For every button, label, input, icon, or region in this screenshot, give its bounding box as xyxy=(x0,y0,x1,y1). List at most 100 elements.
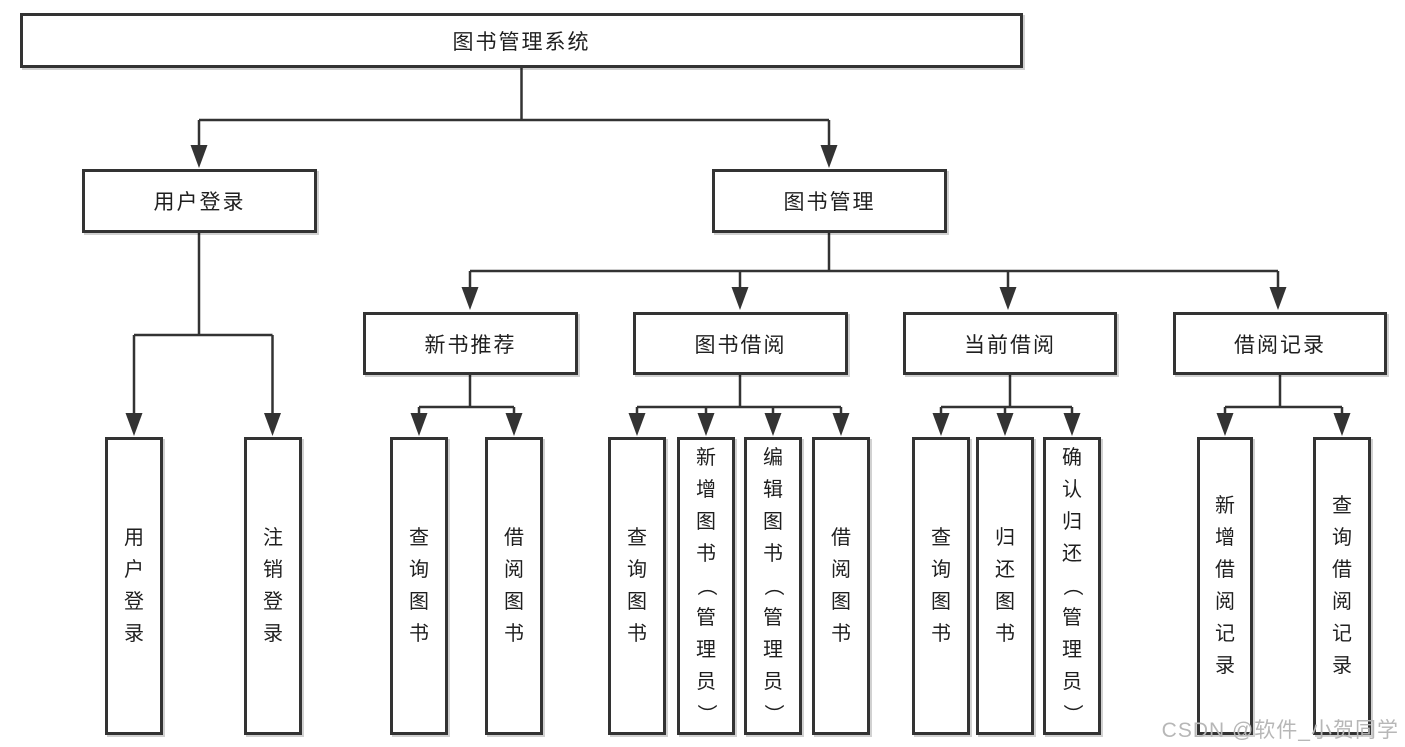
leaf-bb-borrow-books-label: 借阅图书 xyxy=(831,522,851,650)
arrowhead-down-icon xyxy=(1216,413,1234,436)
leaf-bb-edit-books-admin-label: 编辑图书（管理员） xyxy=(762,442,784,730)
vertical-char: 理 xyxy=(1062,639,1082,661)
node-book-management: 图书管理 xyxy=(712,169,947,233)
vertical-char: 图 xyxy=(995,591,1015,613)
vertical-char: 阅 xyxy=(831,559,851,581)
arrowhead-down-icon xyxy=(820,145,838,168)
leaf-user-login: 用户登录 xyxy=(105,437,163,735)
vertical-char: ） xyxy=(762,704,784,724)
leaf-br-add-borrow-record: 新增借阅记录 xyxy=(1197,437,1253,735)
vertical-char: 管 xyxy=(763,607,783,629)
arrowhead-down-icon xyxy=(999,287,1017,310)
node-book-borrowing-label: 图书借阅 xyxy=(694,333,787,357)
vertical-char: 查 xyxy=(409,527,429,549)
vertical-char: 理 xyxy=(696,639,716,661)
vertical-char: （ xyxy=(1061,576,1083,596)
vertical-char: 增 xyxy=(696,479,716,501)
arrowhead-down-icon xyxy=(1063,413,1081,436)
vertical-char: 图 xyxy=(627,591,647,613)
vertical-char: 查 xyxy=(1332,495,1352,517)
vertical-char: 图 xyxy=(763,511,783,533)
node-new-book-recommend-label: 新书推荐 xyxy=(424,333,517,357)
vertical-char: 询 xyxy=(409,559,429,581)
vertical-char: 记 xyxy=(1332,623,1352,645)
arrowhead-down-icon xyxy=(461,287,479,310)
vertical-char: 书 xyxy=(831,623,851,645)
vertical-char: 询 xyxy=(627,559,647,581)
vertical-char: 归 xyxy=(995,527,1015,549)
vertical-char: 书 xyxy=(931,623,951,645)
vertical-char: ） xyxy=(1061,704,1083,724)
vertical-char: 借 xyxy=(831,527,851,549)
vertical-char: 记 xyxy=(1215,623,1235,645)
vertical-char: 归 xyxy=(1062,511,1082,533)
vertical-char: 管 xyxy=(1062,607,1082,629)
arrowhead-down-icon xyxy=(190,145,208,168)
csdn-watermark: CSDN @软件_小贺同学 xyxy=(1161,719,1399,742)
leaf-cb-confirm-return-admin: 确认归还 （ 管理员 ） xyxy=(1043,437,1101,735)
arrowhead-down-icon xyxy=(932,413,950,436)
vertical-char: 录 xyxy=(124,623,144,645)
vertical-char: 管 xyxy=(696,607,716,629)
vertical-char: 书 xyxy=(696,543,716,565)
vertical-char: 询 xyxy=(1332,527,1352,549)
arrowhead-down-icon xyxy=(264,413,281,436)
arrowhead-down-icon xyxy=(1269,287,1287,310)
arrowhead-down-icon xyxy=(731,287,749,310)
vertical-char: 书 xyxy=(763,543,783,565)
leaf-bb-edit-books-admin: 编辑图书（管理员） xyxy=(744,437,802,735)
arrowhead-down-icon xyxy=(125,413,143,436)
vertical-char: 阅 xyxy=(1332,591,1352,613)
vertical-char: 还 xyxy=(995,559,1015,581)
node-book-management-label: 图书管理 xyxy=(783,191,876,214)
vertical-char: 书 xyxy=(627,623,647,645)
node-current-borrowing-label: 当前借阅 xyxy=(964,333,1056,357)
node-borrowing-records: 借阅记录 xyxy=(1173,312,1387,375)
vertical-char: 认 xyxy=(1062,479,1082,501)
vertical-char: 确 xyxy=(1062,447,1082,469)
arrowhead-down-icon xyxy=(628,413,646,436)
vertical-char: 询 xyxy=(931,559,951,581)
vertical-char: 借 xyxy=(1332,559,1352,581)
vertical-char: 阅 xyxy=(1215,591,1235,613)
vertical-char: 编 xyxy=(763,447,783,469)
leaf-bb-query-books-label: 查询图书 xyxy=(627,522,647,650)
arrowhead-down-icon xyxy=(505,413,523,436)
vertical-char: 还 xyxy=(1062,543,1082,565)
vertical-char: 查 xyxy=(627,527,647,549)
vertical-char: 注 xyxy=(263,527,283,549)
vertical-char: 图 xyxy=(696,511,716,533)
vertical-char: 书 xyxy=(995,623,1015,645)
vertical-char: 书 xyxy=(504,623,524,645)
node-user-login-label: 用户登录 xyxy=(153,191,246,214)
node-root-label: 图书管理系统 xyxy=(452,30,591,54)
leaf-logout: 注销登录 xyxy=(244,437,302,735)
leaf-bb-add-books-admin: 新增图书（管理员） xyxy=(677,437,735,735)
leaf-cb-return-books: 归还图书 xyxy=(976,437,1034,735)
arrowhead-down-icon xyxy=(410,413,428,436)
vertical-char: 图 xyxy=(931,591,951,613)
vertical-char: 图 xyxy=(831,591,851,613)
vertical-char: 员 xyxy=(1062,671,1082,693)
vertical-char: 员 xyxy=(696,671,716,693)
vertical-char: 借 xyxy=(1215,559,1235,581)
vertical-char: 录 xyxy=(263,623,283,645)
vertical-char: 阅 xyxy=(504,559,524,581)
leaf-br-add-borrow-record-label: 新增借阅记录 xyxy=(1215,490,1235,682)
arrowhead-down-icon xyxy=(1333,413,1351,436)
vertical-char: 图 xyxy=(504,591,524,613)
leaf-nbr-borrow-books-label: 借阅图书 xyxy=(504,522,524,650)
vertical-char: 户 xyxy=(124,559,144,581)
leaf-br-query-borrow-record: 查询借阅记录 xyxy=(1313,437,1371,735)
vertical-char: 用 xyxy=(124,527,144,549)
vertical-char: （ xyxy=(762,576,784,596)
vertical-char: ） xyxy=(695,704,717,724)
leaf-bb-borrow-books: 借阅图书 xyxy=(812,437,870,735)
vertical-char: 增 xyxy=(1215,527,1235,549)
vertical-char: 书 xyxy=(409,623,429,645)
leaf-nbr-query-books-label: 查询图书 xyxy=(409,522,429,650)
vertical-char: 新 xyxy=(1215,495,1235,517)
node-book-borrowing: 图书借阅 xyxy=(633,312,848,375)
node-user-login: 用户登录 xyxy=(82,169,317,233)
